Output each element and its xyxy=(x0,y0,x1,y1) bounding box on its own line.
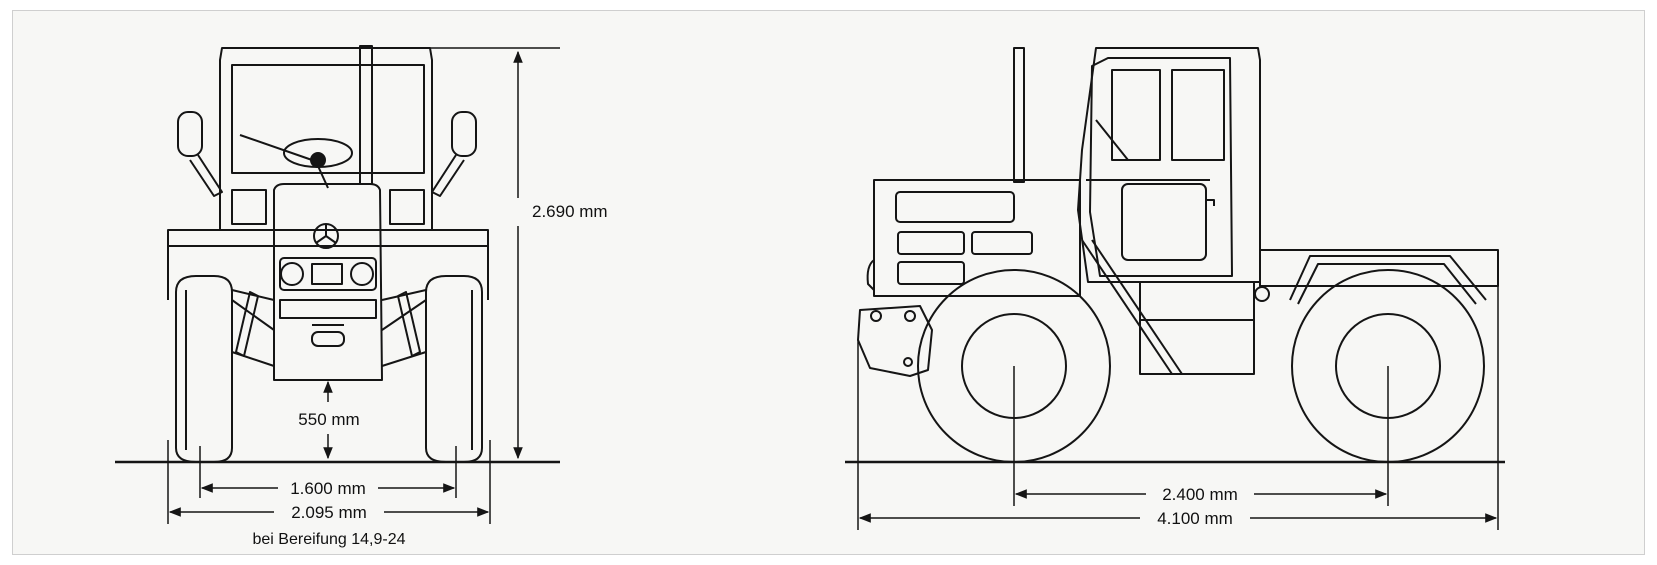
side-step-box xyxy=(1139,281,1255,375)
wheelbase-label: 2.400 mm xyxy=(1162,485,1238,504)
height-label: 2.690 mm xyxy=(532,202,608,221)
front-view-tractor xyxy=(115,45,560,464)
side-window-rear xyxy=(1171,69,1225,161)
front-hood xyxy=(273,183,383,381)
track-width-label: 1.600 mm xyxy=(290,479,366,498)
overall-width-label: 2.095 mm xyxy=(291,503,367,522)
side-window-front xyxy=(1111,69,1161,161)
side-dimensions xyxy=(857,286,1499,530)
side-door-window xyxy=(1121,183,1207,261)
tire-note: bei Bereifung 14,9-24 xyxy=(253,531,406,548)
side-hood xyxy=(873,179,1081,297)
front-left-headlight xyxy=(280,262,304,286)
front-windshield xyxy=(231,64,425,174)
overall-length-label: 4.100 mm xyxy=(1157,509,1233,528)
front-right-mirror xyxy=(451,111,477,157)
exhaust-pipe xyxy=(1013,47,1025,183)
front-platform xyxy=(167,229,489,247)
side-view-tractor xyxy=(845,47,1505,464)
front-right-headlight xyxy=(350,262,374,286)
ground-clearance-label: 550 mm xyxy=(298,410,359,429)
front-dimensions xyxy=(167,47,560,524)
front-right-wheel xyxy=(425,275,483,463)
front-left-wheel xyxy=(175,275,233,463)
rear-platform xyxy=(1259,249,1499,287)
front-left-mirror xyxy=(177,111,203,157)
